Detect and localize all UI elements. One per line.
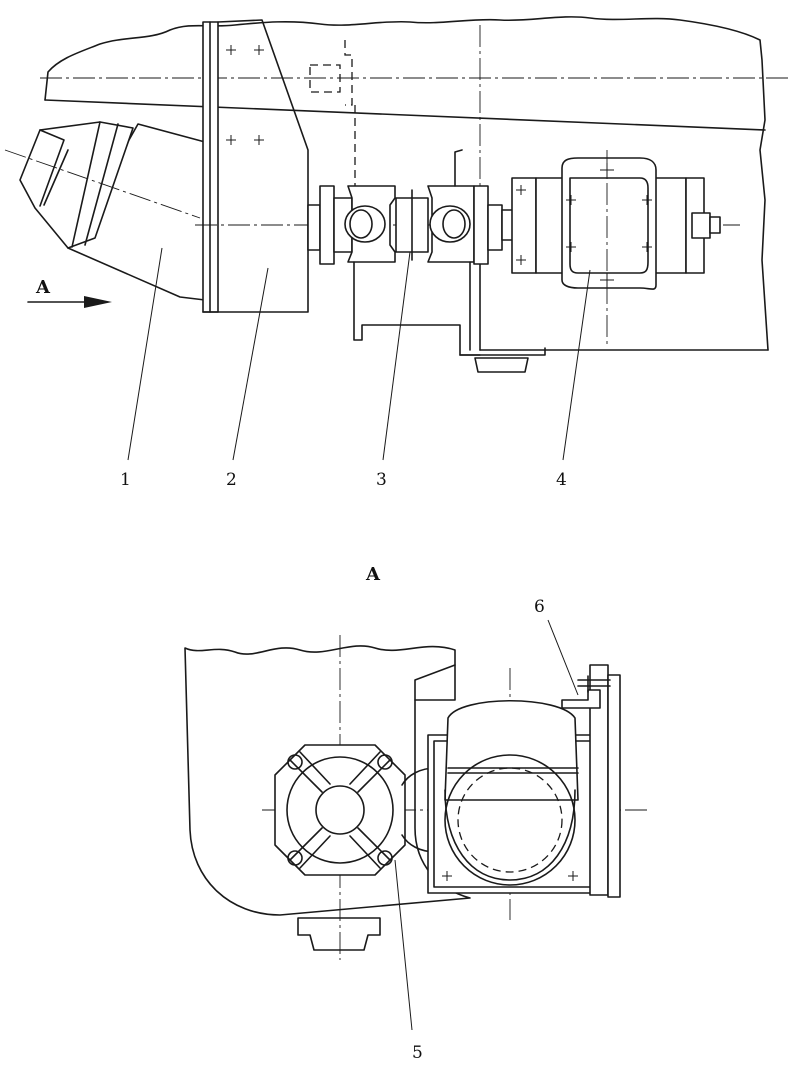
leader-4 xyxy=(562,269,591,461)
view-a: A xyxy=(184,564,648,1063)
top-view: A 1 2 3 4 xyxy=(4,16,790,490)
hidden-bolt xyxy=(309,40,356,190)
callout-3: 3 xyxy=(376,470,387,490)
callout-1: 1 xyxy=(120,470,131,490)
drive-nozzle xyxy=(4,121,206,301)
motor-end-view xyxy=(427,700,601,894)
mounting-bracket xyxy=(561,664,621,898)
leader-2 xyxy=(232,267,269,461)
joint-cross xyxy=(274,744,406,876)
universal-joint xyxy=(307,149,546,373)
leader-5 xyxy=(394,859,413,1031)
callout-4: 4 xyxy=(556,470,567,490)
callout-6: 6 xyxy=(534,597,545,617)
view-a-bottom-boss xyxy=(297,917,381,951)
leader-3 xyxy=(382,251,411,461)
housing-bottom-edge xyxy=(44,99,766,131)
mounting-frame xyxy=(202,19,309,313)
housing-break-line xyxy=(44,16,769,351)
callout-2: 2 xyxy=(226,470,237,490)
leader-1 xyxy=(127,247,163,461)
view-a-title: A xyxy=(365,564,381,585)
view-a-housing xyxy=(184,645,471,916)
leader-6 xyxy=(547,619,579,696)
callout-5: 5 xyxy=(412,1043,423,1063)
view-arrow-label: A xyxy=(35,277,51,298)
view-arrow: A xyxy=(27,277,112,308)
drive-motor xyxy=(501,150,721,345)
